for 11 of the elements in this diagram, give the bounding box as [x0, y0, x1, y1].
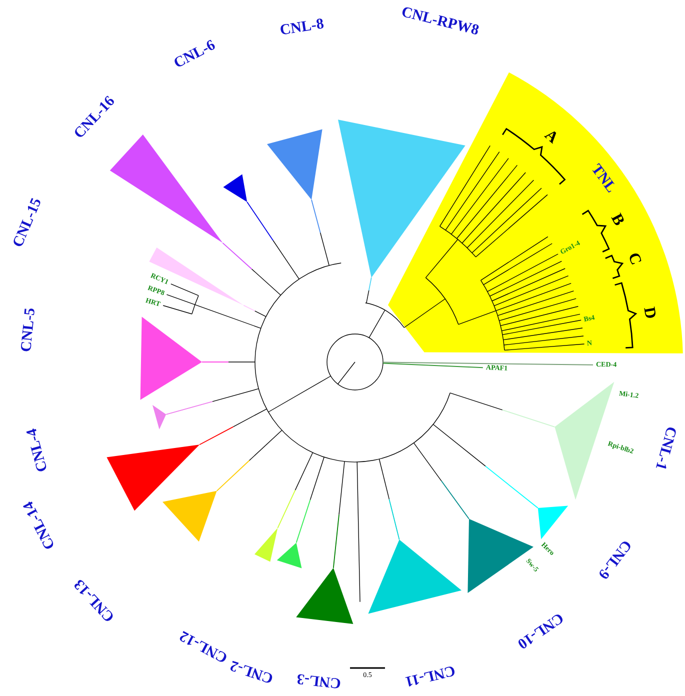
- clade-label: CNL-4: [24, 426, 52, 474]
- subclade-label: B: [607, 211, 626, 228]
- clade-label: CNL-11: [404, 662, 457, 688]
- subclade-label: D: [640, 306, 658, 320]
- clade-label: CNL-2: [228, 657, 275, 686]
- clade-label: CNL-5: [18, 307, 38, 353]
- subclade-label: C: [624, 250, 644, 267]
- clade-label: CNL-1: [652, 424, 679, 471]
- subclade-label: A: [540, 127, 560, 147]
- clade-label: CNL-8: [279, 17, 326, 40]
- clade-label: CNL-3: [296, 670, 342, 690]
